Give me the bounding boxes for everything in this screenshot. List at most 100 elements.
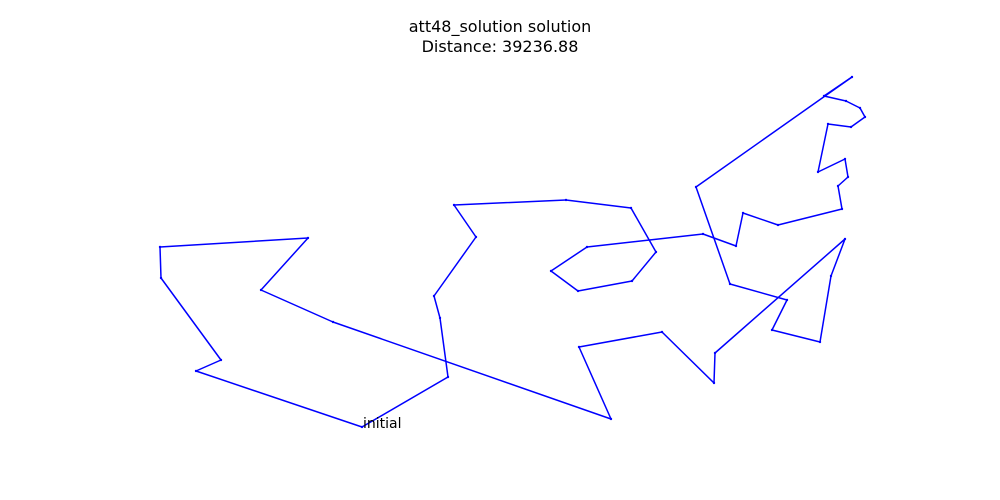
- route-segment: [260, 237, 309, 291]
- city-point: [576, 289, 580, 293]
- city-point: [863, 115, 867, 119]
- city-point: [843, 157, 847, 161]
- city-point: [858, 106, 862, 110]
- route-segment: [578, 331, 663, 348]
- route-segment: [260, 289, 334, 323]
- city-point: [159, 276, 163, 280]
- city-point: [585, 245, 589, 249]
- route-segment: [777, 208, 843, 226]
- route-segment: [702, 233, 737, 247]
- city-point: [452, 203, 456, 207]
- route-segment: [771, 329, 821, 343]
- route-segment: [577, 280, 633, 292]
- city-point: [564, 198, 568, 202]
- route-segment: [850, 116, 866, 128]
- city-point: [158, 245, 162, 249]
- tour-route: [159, 76, 866, 428]
- city-point: [843, 237, 847, 241]
- city-point: [701, 232, 705, 236]
- route-segment: [844, 158, 849, 178]
- route-segment: [195, 370, 363, 428]
- city-point: [694, 185, 698, 189]
- city-point: [331, 320, 335, 324]
- chart-title: att48_solution solution: [408, 17, 592, 36]
- city-point: [728, 282, 732, 286]
- city-point: [259, 288, 263, 292]
- route-segment: [453, 204, 477, 238]
- route-segment: [578, 346, 612, 420]
- city-point: [629, 206, 633, 210]
- city-point: [446, 375, 450, 379]
- city-point: [630, 279, 634, 283]
- city-point: [577, 345, 581, 349]
- city-point: [660, 330, 664, 334]
- route-segment: [433, 295, 441, 319]
- start-label: initial: [363, 416, 402, 432]
- route-segment: [714, 238, 846, 354]
- route-segment: [453, 199, 567, 206]
- city-point: [770, 328, 774, 332]
- city-point: [818, 340, 822, 344]
- route-segment: [859, 107, 866, 118]
- city-point: [654, 250, 658, 254]
- route-segment: [735, 212, 744, 247]
- route-segment: [695, 186, 731, 285]
- route-segment: [159, 246, 162, 279]
- route-segment: [160, 277, 222, 361]
- route-segment: [433, 236, 477, 297]
- route-segment: [565, 199, 632, 209]
- city-point: [219, 358, 223, 362]
- route-segment: [159, 237, 309, 248]
- route-segment: [550, 246, 588, 272]
- route-segment: [817, 158, 846, 173]
- route-segment: [771, 299, 788, 331]
- route-segment: [817, 123, 829, 173]
- city-point: [829, 274, 833, 278]
- city-point: [849, 125, 853, 129]
- city-point: [822, 94, 826, 98]
- route-segment: [830, 238, 846, 277]
- route-segment: [550, 270, 579, 292]
- route-segment: [827, 123, 852, 128]
- city-point: [360, 425, 364, 429]
- city-point: [713, 351, 717, 355]
- city-point: [826, 122, 830, 126]
- city-point: [438, 316, 442, 320]
- route-segment: [195, 359, 222, 372]
- city-point: [785, 298, 789, 302]
- city-point: [474, 235, 478, 239]
- route-segment: [823, 95, 847, 102]
- route-segment: [713, 352, 716, 384]
- city-point: [846, 175, 850, 179]
- route-segment: [361, 376, 449, 428]
- city-point: [549, 269, 553, 273]
- route-segment: [819, 275, 832, 343]
- city-point: [850, 75, 854, 79]
- route-segment: [631, 251, 657, 282]
- route-segment: [837, 185, 843, 210]
- city-point: [306, 236, 310, 240]
- city-point: [741, 211, 745, 215]
- route-segment: [695, 76, 853, 188]
- route-segment: [837, 176, 849, 187]
- city-markers: [158, 75, 867, 429]
- route-segment: [439, 317, 449, 378]
- city-point: [712, 381, 716, 385]
- chart-subtitle: Distance: 39236.88: [421, 37, 579, 56]
- route-segment: [845, 100, 861, 109]
- city-point: [734, 244, 738, 248]
- city-point: [776, 223, 780, 227]
- route-segment: [332, 321, 612, 420]
- route-segment: [742, 212, 779, 226]
- route-segment: [661, 331, 715, 384]
- city-point: [816, 170, 820, 174]
- city-point: [844, 99, 848, 103]
- city-point: [836, 184, 840, 188]
- route-segment: [630, 207, 657, 253]
- route-segment: [586, 233, 704, 248]
- city-point: [609, 417, 613, 421]
- city-point: [432, 294, 436, 298]
- city-point: [194, 369, 198, 373]
- city-point: [840, 207, 844, 211]
